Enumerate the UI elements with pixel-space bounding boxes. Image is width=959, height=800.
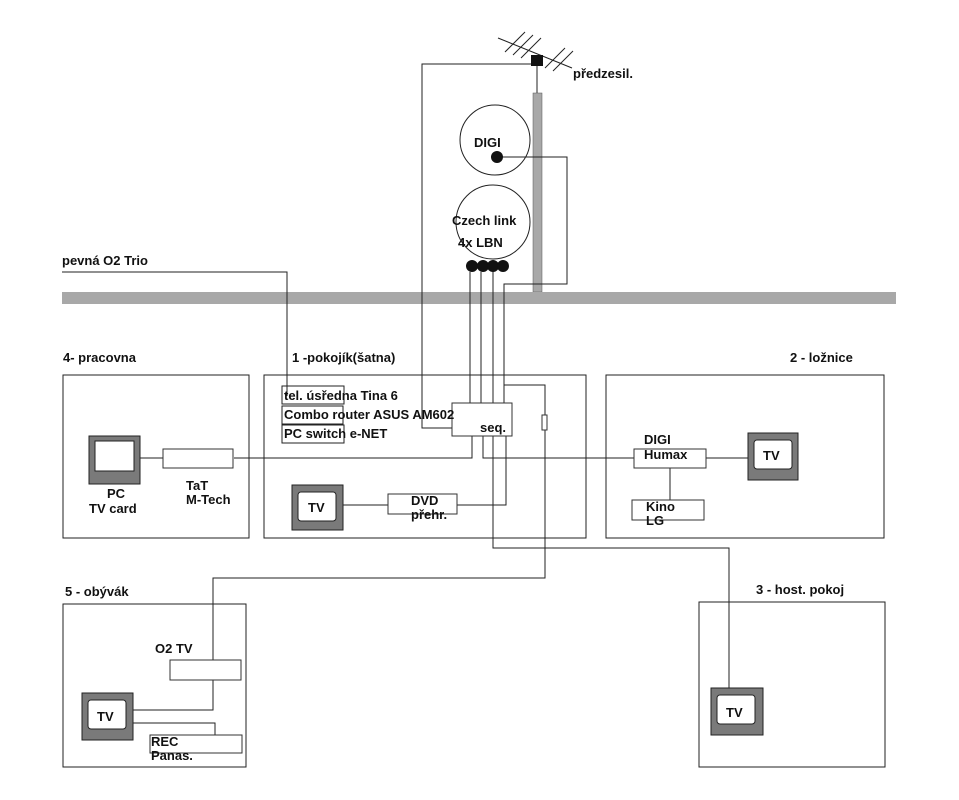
pc-monitor-icon bbox=[88, 435, 141, 485]
room2-title: 2 - ložnice bbox=[790, 350, 853, 365]
panasonic-label: Panas. bbox=[151, 748, 193, 763]
lnb-label: 4x LBN bbox=[458, 235, 503, 250]
room3-tv-label: TV bbox=[726, 705, 743, 720]
pc-label: PC bbox=[107, 486, 126, 501]
rec-label: REC bbox=[151, 734, 179, 749]
room5-title: 5 - obývák bbox=[65, 584, 129, 599]
rec-box bbox=[149, 734, 243, 754]
room1 bbox=[263, 374, 587, 539]
dvd-label: DVD bbox=[411, 493, 438, 508]
mast bbox=[532, 92, 543, 293]
czech-link-label: Czech link bbox=[452, 213, 517, 228]
preamp-label: předzesil. bbox=[573, 66, 633, 81]
dvd-box bbox=[387, 493, 458, 515]
digi-dish bbox=[459, 104, 531, 176]
czech-link-dish bbox=[455, 184, 531, 260]
tv-icon bbox=[81, 692, 134, 741]
tat-box bbox=[162, 448, 234, 469]
digi-label: DIGI bbox=[644, 432, 671, 447]
o2tv-label: O2 TV bbox=[155, 641, 193, 656]
wires bbox=[62, 63, 748, 735]
dvd-player-label: přehr. bbox=[411, 507, 447, 522]
tat-label: TaT bbox=[186, 478, 208, 493]
router-label: Combo router ASUS AM602 bbox=[284, 407, 454, 422]
humax-box bbox=[633, 448, 707, 469]
seq-box bbox=[451, 402, 513, 437]
digi-lnb bbox=[491, 151, 503, 163]
humax-label: Humax bbox=[644, 447, 688, 462]
room2-tv-label: TV bbox=[763, 448, 780, 463]
room1-tv-label: TV bbox=[308, 500, 325, 515]
lnb-quad bbox=[466, 260, 509, 272]
seq-label: seq. bbox=[480, 420, 506, 435]
lg-label: LG bbox=[646, 513, 664, 528]
room4-title: 4- pracovna bbox=[63, 350, 137, 365]
kino-box bbox=[631, 499, 705, 521]
room5 bbox=[62, 603, 247, 768]
tv-icon bbox=[710, 687, 764, 736]
room1-title: 1 -pokojík(šatna) bbox=[292, 350, 395, 365]
room3 bbox=[698, 601, 886, 768]
antenna-icon bbox=[497, 31, 574, 93]
room5-tv-label: TV bbox=[97, 709, 114, 724]
wall bbox=[62, 292, 896, 304]
switch-label: PC switch e-NET bbox=[284, 426, 387, 441]
room4 bbox=[62, 374, 250, 539]
room2 bbox=[605, 374, 885, 539]
phone-line-label: pevná O2 Trio bbox=[62, 253, 148, 268]
digi-dish-label: DIGI bbox=[474, 135, 501, 150]
o2tv-box bbox=[169, 659, 242, 681]
pc-tvcard-label: TV card bbox=[89, 501, 137, 516]
tv-icon bbox=[747, 432, 799, 481]
mtech-label: M-Tech bbox=[186, 492, 231, 507]
tv-icon bbox=[291, 484, 344, 531]
kino-label: Kino bbox=[646, 499, 675, 514]
room3-title: 3 - host. pokoj bbox=[756, 582, 844, 597]
tel-exchange-label: tel. úsředna Tina 6 bbox=[284, 388, 398, 403]
